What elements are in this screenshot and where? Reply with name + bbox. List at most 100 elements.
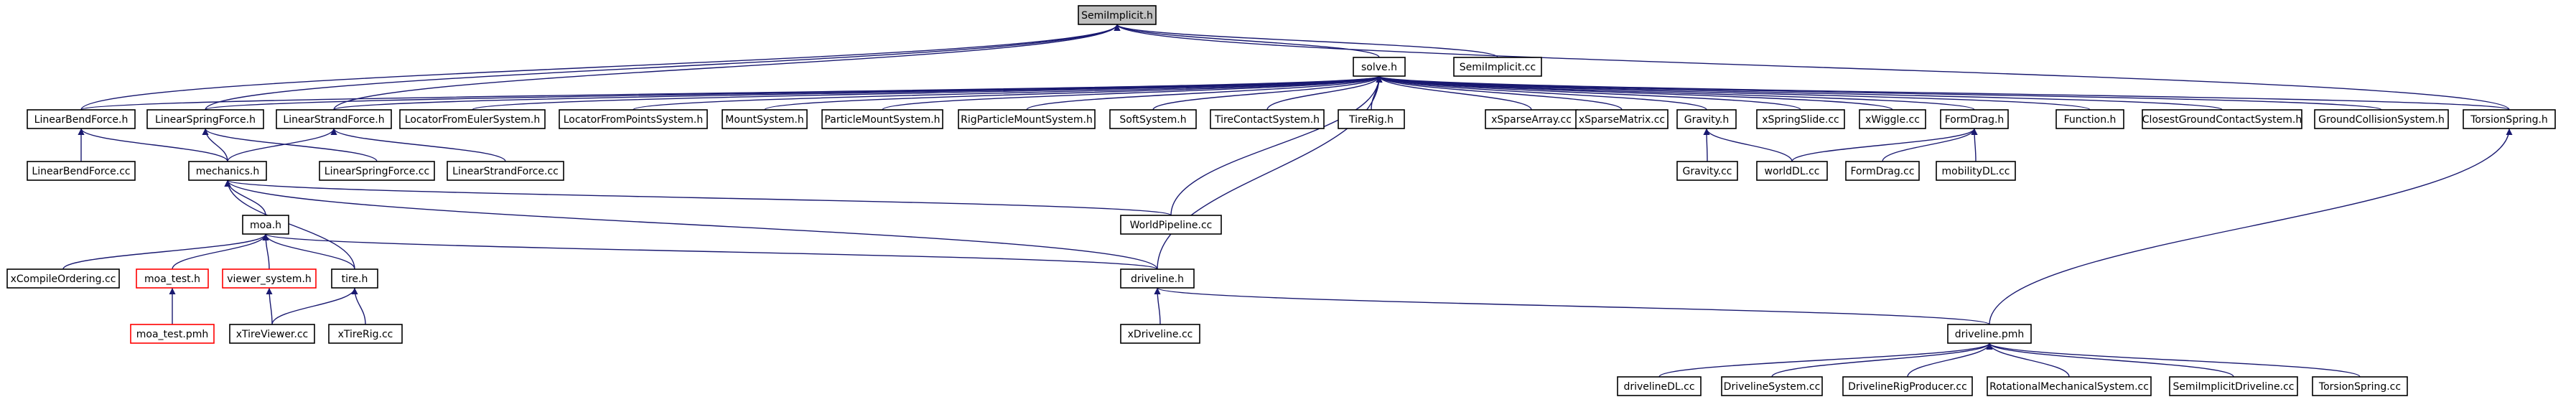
node-xtireviewer-cc[interactable]: xTireViewer.cc (229, 324, 315, 344)
node-semiimplicit-cc[interactable]: SemiImplicit.cc (1453, 57, 1542, 77)
node-box[interactable] (1756, 161, 1828, 181)
node-closestground-h[interactable]: ClosestGroundContactSystem.h (2142, 109, 2302, 129)
node-rigparticlemount-h[interactable]: RigParticleMountSystem.h (958, 109, 1096, 129)
node-box[interactable] (1078, 5, 1157, 25)
node-box[interactable] (27, 161, 136, 181)
node-linearspringforce-cc[interactable]: LinearSpringForce.cc (319, 161, 435, 181)
node-box[interactable] (1617, 376, 1702, 396)
node-worlddl-cc[interactable]: worldDL.cc (1756, 161, 1828, 181)
node-box[interactable] (146, 109, 264, 129)
node-tire-h[interactable]: tire.h (331, 268, 378, 289)
node-box[interactable] (1120, 268, 1195, 289)
node-xspringslide-cc[interactable]: xSpringSlide.cc (1756, 109, 1845, 129)
node-box[interactable] (1109, 109, 1197, 129)
node-box[interactable] (328, 324, 403, 344)
node-box[interactable] (2314, 109, 2449, 129)
node-moa-h[interactable]: moa.h (242, 215, 289, 235)
node-box[interactable] (2142, 109, 2302, 129)
node-box[interactable] (1338, 109, 1405, 129)
node-viewer-system-h[interactable]: viewer_system.h (222, 268, 317, 289)
node-box[interactable] (2169, 376, 2298, 396)
node-moa-test-h[interactable]: moa_test.h (136, 268, 209, 289)
node-locatorfromeuler-h[interactable]: LocatorFromEulerSystem.h (399, 109, 546, 129)
node-mobilitydl-cc[interactable]: mobilityDL.cc (1936, 161, 2016, 181)
node-linearstrandforce-h[interactable]: LinearStrandForce.h (276, 109, 392, 129)
node-torsionspring-h[interactable]: TorsionSpring.h (2463, 109, 2556, 129)
node-linearstrandforce-cc[interactable]: LinearStrandForce.cc (447, 161, 564, 181)
node-drivelinerigproducer-cc[interactable]: DrivelineRigProducer.cc (1842, 376, 1973, 396)
node-tirecontact-h[interactable]: TireContactSystem.h (1210, 109, 1325, 129)
node-box[interactable] (1859, 109, 1926, 129)
node-gravity-cc[interactable]: Gravity.cc (1676, 161, 1738, 181)
node-box[interactable] (2463, 109, 2556, 129)
node-box[interactable] (1756, 109, 1845, 129)
node-box[interactable] (188, 161, 267, 181)
node-locatorfrompoints-h[interactable]: LocatorFromPointsSystem.h (559, 109, 708, 129)
node-box[interactable] (1842, 376, 1973, 396)
node-formdrag-h[interactable]: FormDrag.h (1940, 109, 2009, 129)
node-semiimplicitdriveline-cc[interactable]: SemiImplicitDriveline.cc (2169, 376, 2298, 396)
node-moa-test-pmh[interactable]: moa_test.pmh (130, 324, 215, 344)
node-box[interactable] (1845, 161, 1920, 181)
node-box[interactable] (1453, 57, 1542, 77)
node-xtirerig-cc[interactable]: xTireRig.cc (328, 324, 403, 344)
node-box[interactable] (958, 109, 1096, 129)
node-box[interactable] (331, 268, 378, 289)
node-linearspringforce-h[interactable]: LinearSpringForce.h (146, 109, 264, 129)
node-box[interactable] (1936, 161, 2016, 181)
node-function-h[interactable]: Function.h (2055, 109, 2124, 129)
node-xsparsearray-cc[interactable]: xSparseArray.cc (1485, 109, 1578, 129)
node-xwiggle-cc[interactable]: xWiggle.cc (1859, 109, 1926, 129)
node-box[interactable] (276, 109, 392, 129)
node-box[interactable] (2055, 109, 2124, 129)
node-box[interactable] (229, 324, 315, 344)
node-box[interactable] (1485, 109, 1578, 129)
node-formdrag-cc[interactable]: FormDrag.cc (1845, 161, 1920, 181)
node-tirerig-h[interactable]: TireRig.h (1338, 109, 1405, 129)
node-box[interactable] (1940, 109, 2009, 129)
node-driveline-pmh[interactable]: driveline.pmh (1947, 324, 2032, 344)
node-box[interactable] (1676, 161, 1738, 181)
node-gravity-h[interactable]: Gravity.h (1676, 109, 1737, 129)
node-box[interactable] (821, 109, 943, 129)
node-box[interactable] (27, 109, 136, 129)
node-box[interactable] (2312, 376, 2408, 396)
node-box[interactable] (447, 161, 564, 181)
node-groundcollision-h[interactable]: GroundCollisionSystem.h (2314, 109, 2449, 129)
node-box[interactable] (136, 268, 209, 289)
node-xdriveline-cc[interactable]: xDriveline.cc (1120, 324, 1200, 344)
node-box[interactable] (399, 109, 546, 129)
node-solve-h[interactable]: solve.h (1353, 57, 1406, 77)
node-box[interactable] (1120, 215, 1222, 235)
node-drivelinedl-cc[interactable]: drivelineDL.cc (1617, 376, 1702, 396)
node-box[interactable] (1575, 109, 1669, 129)
node-box[interactable] (722, 109, 808, 129)
node-box[interactable] (1987, 376, 2152, 396)
node-xcompileordering-cc[interactable]: xCompileOrdering.cc (6, 268, 120, 289)
node-box[interactable] (1120, 324, 1200, 344)
node-softsystem-h[interactable]: SoftSystem.h (1109, 109, 1197, 129)
node-xsparsematrix-cc[interactable]: xSparseMatrix.cc (1575, 109, 1669, 129)
node-mountsystem-h[interactable]: MountSystem.h (722, 109, 808, 129)
node-box[interactable] (559, 109, 708, 129)
node-linearbendforce-cc[interactable]: LinearBendForce.cc (27, 161, 136, 181)
node-box[interactable] (130, 324, 215, 344)
node-box[interactable] (242, 215, 289, 235)
node-rotationalmech-cc[interactable]: RotationalMechanicalSystem.cc (1987, 376, 2152, 396)
node-box[interactable] (1353, 57, 1406, 77)
node-semiimplicit-h[interactable]: SemiImplicit.h (1078, 5, 1157, 25)
node-box[interactable] (319, 161, 435, 181)
node-linearbendforce-h[interactable]: LinearBendForce.h (27, 109, 136, 129)
node-mechanics-h[interactable]: mechanics.h (188, 161, 267, 181)
node-worldpipeline-cc[interactable]: WorldPipeline.cc (1120, 215, 1222, 235)
node-box[interactable] (222, 268, 317, 289)
node-particlemount-h[interactable]: ParticleMountSystem.h (821, 109, 943, 129)
node-box[interactable] (6, 268, 120, 289)
node-torsionspring-cc[interactable]: TorsionSpring.cc (2312, 376, 2408, 396)
node-box[interactable] (1210, 109, 1325, 129)
node-box[interactable] (1947, 324, 2032, 344)
node-box[interactable] (1721, 376, 1823, 396)
node-driveline-h[interactable]: driveline.h (1120, 268, 1195, 289)
node-box[interactable] (1676, 109, 1737, 129)
node-drivelinesystem-cc[interactable]: DrivelineSystem.cc (1721, 376, 1823, 396)
